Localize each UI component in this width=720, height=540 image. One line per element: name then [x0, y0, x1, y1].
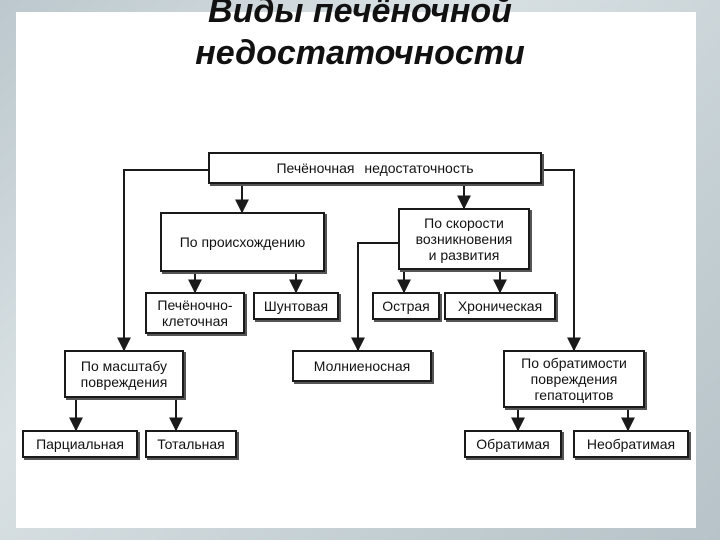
node-partial: Парциальная — [22, 430, 138, 458]
node-acute: Острая — [372, 292, 440, 320]
node-by-origin: По происхождению — [160, 212, 325, 272]
node-root: Печёночная недостаточность — [208, 152, 542, 184]
node-by-reversibility: По обратимости повреждения гепатоцитов — [503, 350, 645, 408]
node-shunt: Шунтовая — [253, 292, 339, 320]
node-by-speed: По скорости возникновения и развития — [398, 208, 530, 270]
node-by-scale: По масштабу повреждения — [64, 350, 184, 398]
node-reversible: Обратимая — [464, 430, 562, 458]
edge-root-reversibility — [542, 169, 581, 352]
node-irreversible: Необратимая — [573, 430, 689, 458]
title-line-1: Виды печёночной — [208, 0, 512, 30]
page-title: Виды печёночной недостаточности — [0, 0, 720, 74]
node-chronic: Хроническая — [444, 292, 556, 320]
edge-root-scale — [117, 169, 208, 352]
title-line-2: недостаточности — [195, 34, 525, 72]
edge-speed-fulminant — [351, 242, 398, 352]
node-hepatocellular: Печёночно- клеточная — [145, 292, 245, 334]
node-fulminant: Молниеносная — [292, 350, 432, 382]
node-total: Тотальная — [145, 430, 237, 458]
